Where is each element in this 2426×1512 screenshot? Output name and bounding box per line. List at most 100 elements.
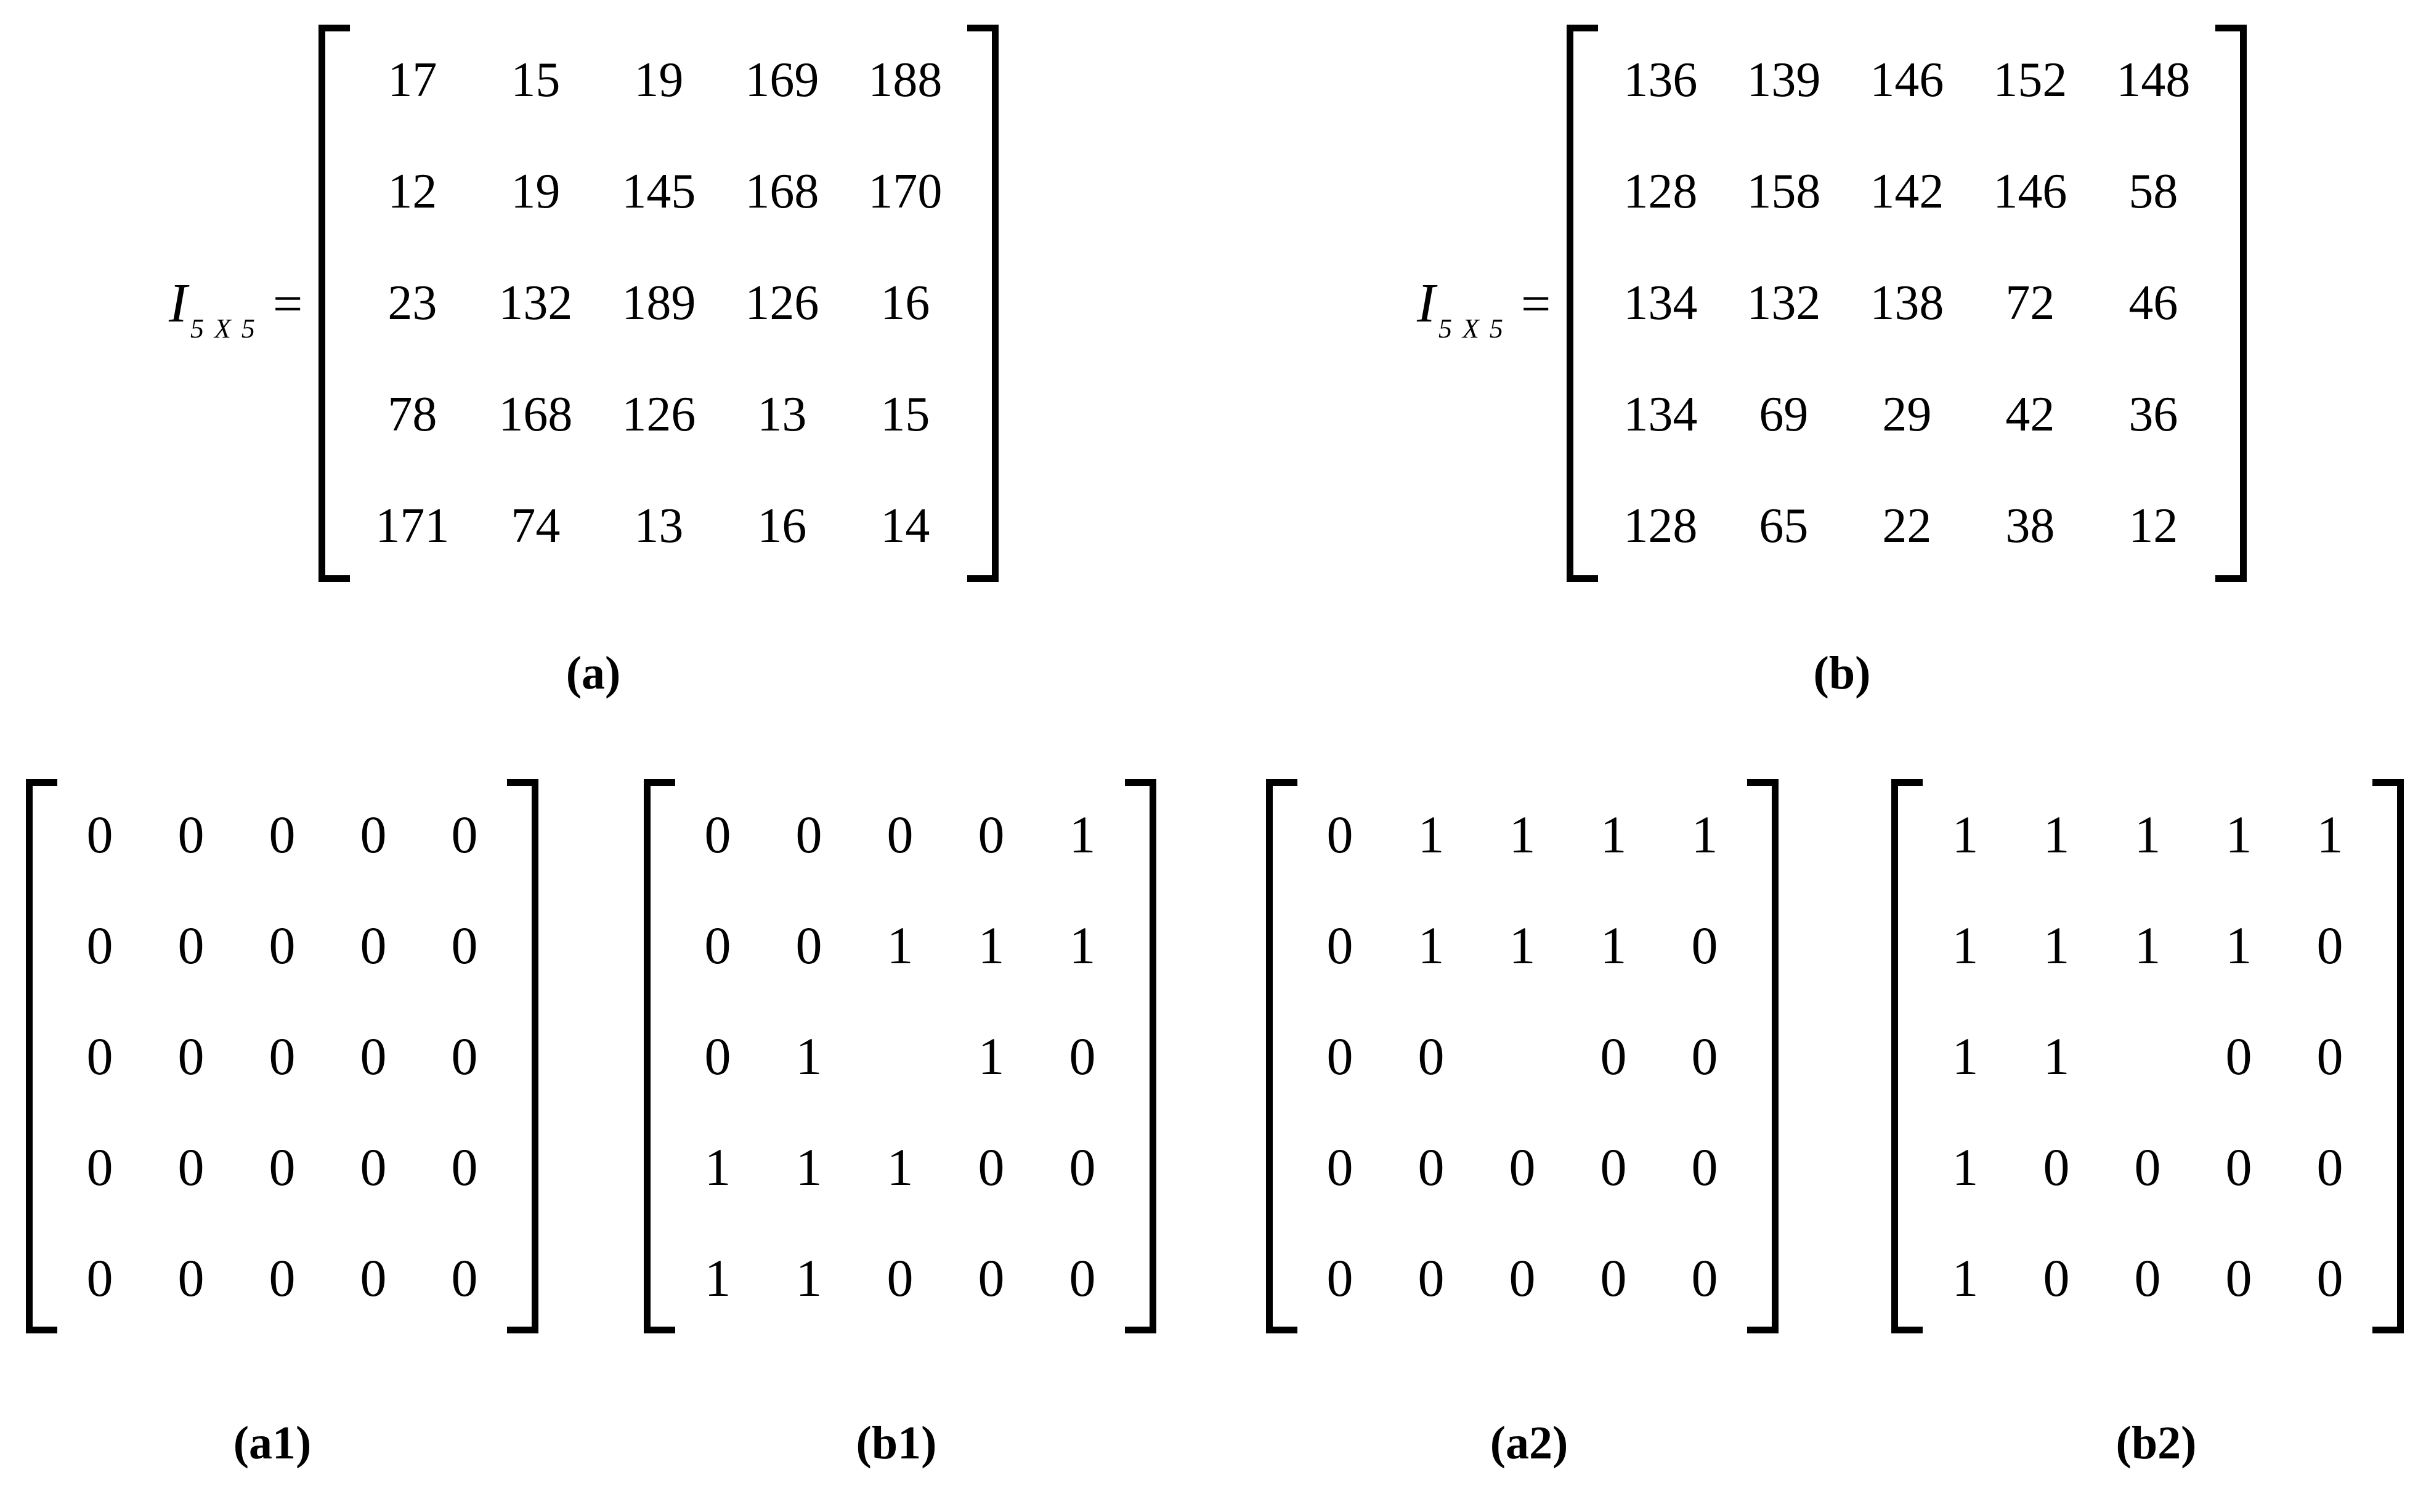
- matrix-cell: 158: [1746, 164, 1821, 219]
- matrix-cell: 1: [1691, 805, 1718, 864]
- matrix-cell: 0: [704, 805, 731, 864]
- matrix-cell: 1: [1069, 916, 1096, 975]
- matrix-cell: 0: [1509, 1138, 1536, 1197]
- matrix-cell: 0: [1326, 916, 1353, 975]
- matrix-cell-blank: [854, 1001, 946, 1112]
- matrix-cell: 0: [1600, 1248, 1627, 1308]
- matrix-cell: 0: [269, 916, 296, 975]
- matrix-cell: 0: [2316, 1027, 2343, 1086]
- matrix-cell: 146: [1993, 164, 2067, 219]
- matrix-cell: 134: [1623, 276, 1698, 330]
- matrix-cell: 1: [1952, 805, 1979, 864]
- caption-b1: (b1): [856, 1417, 937, 1469]
- caption-b2: (b2): [2116, 1417, 2197, 1469]
- matrix-cell: 19: [511, 164, 561, 219]
- matrix-cell: 0: [360, 916, 387, 975]
- matrix-cell: 0: [1600, 1027, 1627, 1086]
- matrix-cell: 0: [2134, 1248, 2161, 1308]
- matrix-cell: 0: [1326, 1138, 1353, 1197]
- matrix-cell: 14: [880, 499, 930, 553]
- matrix-cell: 0: [451, 805, 478, 864]
- matrix-cell: 72: [2005, 276, 2055, 330]
- matrix-cell: 0: [177, 1027, 205, 1086]
- matrix-cell: 29: [1882, 387, 1932, 442]
- matrix-cell: 134: [1623, 387, 1698, 442]
- matrix-cell: 0: [795, 916, 822, 975]
- matrix-cell: 0: [2316, 1248, 2343, 1308]
- matrix-cell: 1: [886, 916, 914, 975]
- matrix-cell-blank: [1477, 1001, 1568, 1112]
- matrix-cell: 58: [2128, 164, 2178, 219]
- matrix-cell: 0: [451, 1138, 478, 1197]
- matrix-cell: 0: [269, 805, 296, 864]
- matrix-cell: 128: [1623, 499, 1698, 553]
- matrix-cell: 145: [622, 164, 696, 219]
- matrix-cell: 169: [745, 53, 819, 107]
- matrix-a-equals: =: [272, 274, 303, 333]
- matrix-b-subscript: 5 X 5: [1438, 313, 1505, 344]
- caption-b: (b): [1813, 647, 1871, 699]
- matrix-cell: 0: [177, 1138, 205, 1197]
- matrix-a-subscript: 5 X 5: [190, 313, 257, 344]
- matrix-cell: 0: [1691, 1248, 1718, 1308]
- matrix-cell: 22: [1882, 499, 1932, 553]
- matrix-cell: 1: [795, 1027, 822, 1086]
- caption-a1: (a1): [233, 1417, 312, 1469]
- matrix-cell: 0: [451, 1248, 478, 1308]
- matrix-cell: 1: [978, 916, 1005, 975]
- matrix-cell: 0: [886, 1248, 914, 1308]
- matrix-cell: 78: [387, 387, 437, 442]
- matrix-cell: 0: [704, 916, 731, 975]
- matrix-cell: 1: [1600, 916, 1627, 975]
- matrix-cell: 170: [868, 164, 943, 219]
- matrix-a-variable: I: [169, 273, 188, 334]
- matrix-cell: 1: [2043, 916, 2070, 975]
- matrix-cell: 139: [1746, 53, 1821, 107]
- matrix-cell: 17: [387, 53, 437, 107]
- matrix-cell: 0: [451, 1027, 478, 1086]
- matrix-cell: 0: [86, 1138, 113, 1197]
- matrix-b-equals: =: [1520, 274, 1551, 333]
- matrix-cell: 0: [1069, 1138, 1096, 1197]
- matrix-cell: 0: [86, 916, 113, 975]
- matrix-cell: 189: [622, 276, 696, 330]
- matrix-cell: 0: [1326, 1248, 1353, 1308]
- matrix-cell: 0: [1509, 1248, 1536, 1308]
- matrix-cell: 1: [704, 1248, 731, 1308]
- matrix-cell: 0: [177, 916, 205, 975]
- matrix-cell: 0: [2225, 1138, 2252, 1197]
- matrix-cell: 12: [387, 164, 437, 219]
- matrix-cell: 188: [868, 53, 943, 107]
- matrix-cell: 42: [2005, 387, 2055, 442]
- matrix-cell: 142: [1870, 164, 1944, 219]
- matrix-cell: 0: [86, 805, 113, 864]
- matrix-cell: 0: [177, 1248, 205, 1308]
- matrix-cell: 0: [1418, 1027, 1445, 1086]
- matrix-cell: 152: [1993, 53, 2067, 107]
- matrix-cell: 1: [704, 1138, 731, 1197]
- matrix-cell: 0: [795, 805, 822, 864]
